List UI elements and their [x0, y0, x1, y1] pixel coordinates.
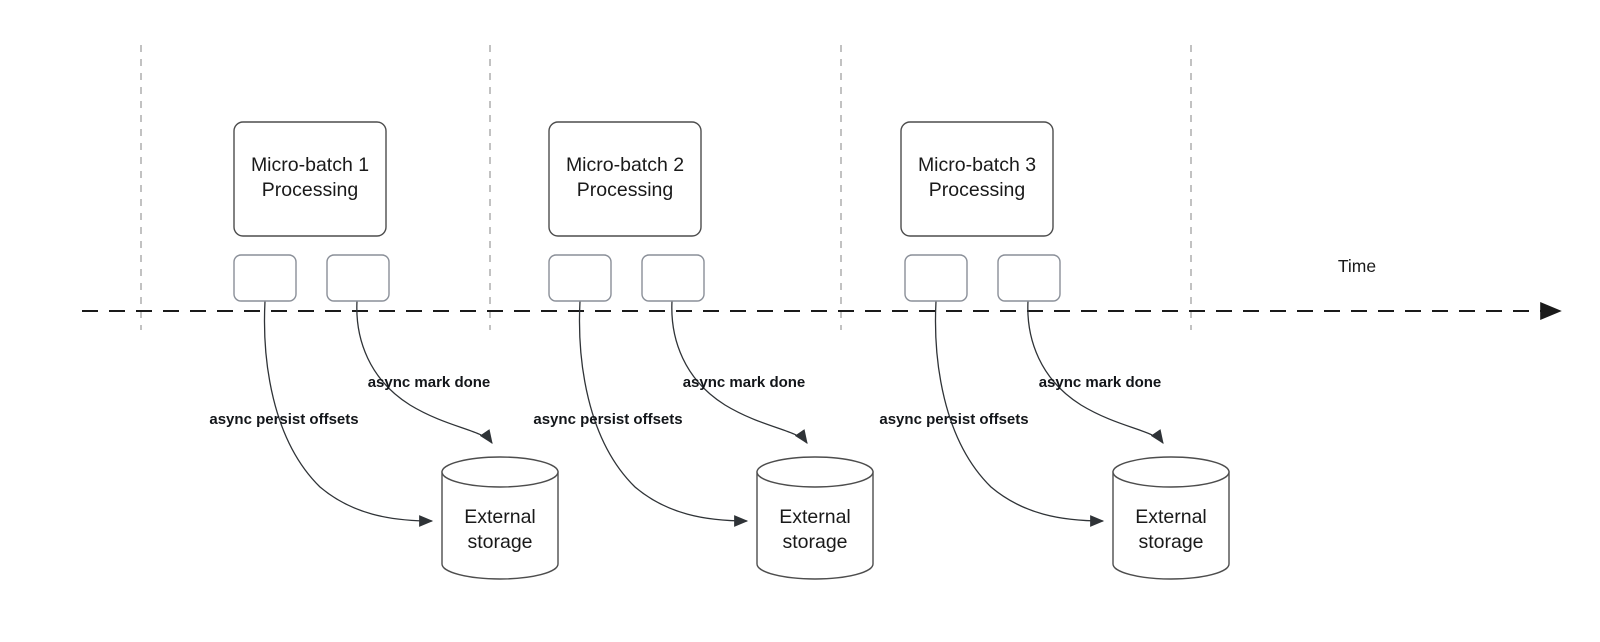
micro-batch-1-storage-label-line2: storage [467, 531, 532, 553]
micro-batch-2-title-line2: Processing [577, 179, 673, 201]
micro-batch-2-persist-offsets-task[interactable] [548, 254, 612, 302]
micro-batch-2-async-mark-done-edge-label: async mark done [683, 374, 806, 391]
micro-batch-2-async-persist-offsets-edge [578, 300, 749, 527]
micro-batch-2-async-mark-done-edge [671, 300, 808, 444]
micro-batch-1-async-persist-offsets-edge-label: async persist offsets [209, 411, 358, 428]
micro-batch-1-title-line1: Micro-batch 1 [251, 154, 369, 176]
micro-batch-3-storage-cylinder-top [1112, 456, 1230, 488]
micro-batch-1-box[interactable] [233, 121, 387, 237]
time-axis-label: Time [1338, 256, 1376, 276]
micro-batch-1-persist-offsets-task[interactable] [233, 254, 297, 302]
micro-batch-3-storage-label-line1: External [1135, 506, 1207, 528]
micro-batch-2-mark-done-task[interactable] [641, 254, 705, 302]
micro-batch-2-async-persist-offsets-edge-label: async persist offsets [533, 411, 682, 428]
micro-batch-2-storage-label-line1: External [779, 506, 851, 528]
micro-batch-3-async-persist-offsets-edge-label: async persist offsets [879, 411, 1028, 428]
micro-batch-3-storage-label-line2: storage [1138, 531, 1203, 553]
edge-labels: async persist offsets async mark done asyn… [209, 374, 1161, 428]
micro-batch-1-storage-label-line1: External [464, 506, 536, 528]
async-edges [263, 300, 1164, 527]
time-axis: Time [82, 256, 1562, 320]
micro-batch-3-title-line1: Micro-batch 3 [918, 154, 1036, 176]
micro-batch-1-storage-cylinder-top [441, 456, 559, 488]
micro-batch-1-mark-done-task[interactable] [326, 254, 390, 302]
micro-batch-3-async-mark-done-edge [1027, 300, 1164, 444]
micro-batch-2-title-line1: Micro-batch 2 [566, 154, 684, 176]
micro-batch-1-title-line2: Processing [262, 179, 358, 201]
micro-batch-3-title-line2: Processing [929, 179, 1025, 201]
micro-batch-3-async-mark-done-edge-label: async mark done [1039, 374, 1162, 391]
micro-batch-3-storage-cylinder[interactable] [1112, 471, 1230, 580]
micro-batch-1-storage-cylinder[interactable] [441, 471, 559, 580]
micro-batch-3-mark-done-task[interactable] [997, 254, 1061, 302]
batch-boundary-lines [140, 45, 1192, 330]
micro-batch-2-storage-cylinder[interactable] [756, 471, 874, 580]
micro-batch-3-async-persist-offsets-edge [934, 300, 1105, 527]
micro-batch-3-box[interactable] [900, 121, 1054, 237]
micro-batch-1-async-mark-done-edge [356, 300, 493, 444]
micro-batch-3-persist-offsets-task[interactable] [904, 254, 968, 302]
micro-batch-2-storage-label-line2: storage [782, 531, 847, 553]
micro-batch-2-box[interactable] [548, 121, 702, 237]
micro-batch-2-storage-cylinder-top [756, 456, 874, 488]
micro-batch-1-async-mark-done-edge-label: async mark done [368, 374, 491, 391]
micro-batch-1-async-persist-offsets-edge [263, 300, 434, 527]
